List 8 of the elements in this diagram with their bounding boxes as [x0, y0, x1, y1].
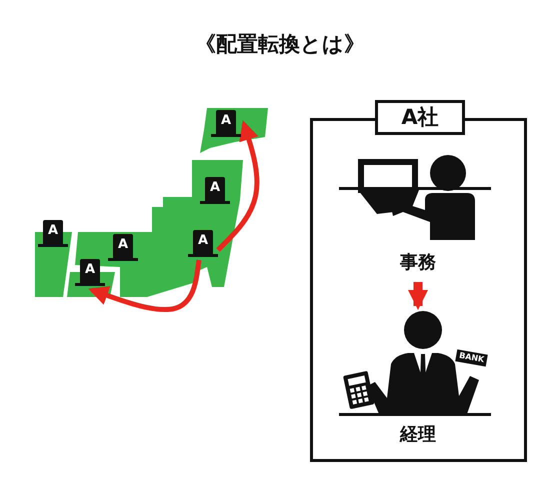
down-arrow	[408, 282, 428, 310]
curved-arrow	[216, 120, 260, 252]
curved-arrow	[88, 260, 202, 312]
bank-card: BANK	[455, 349, 488, 367]
company-heading: A社	[375, 100, 465, 135]
role-label: 事務	[399, 252, 437, 274]
title: 《配置転換とは》	[194, 31, 366, 58]
role-label: 経理	[398, 424, 437, 446]
